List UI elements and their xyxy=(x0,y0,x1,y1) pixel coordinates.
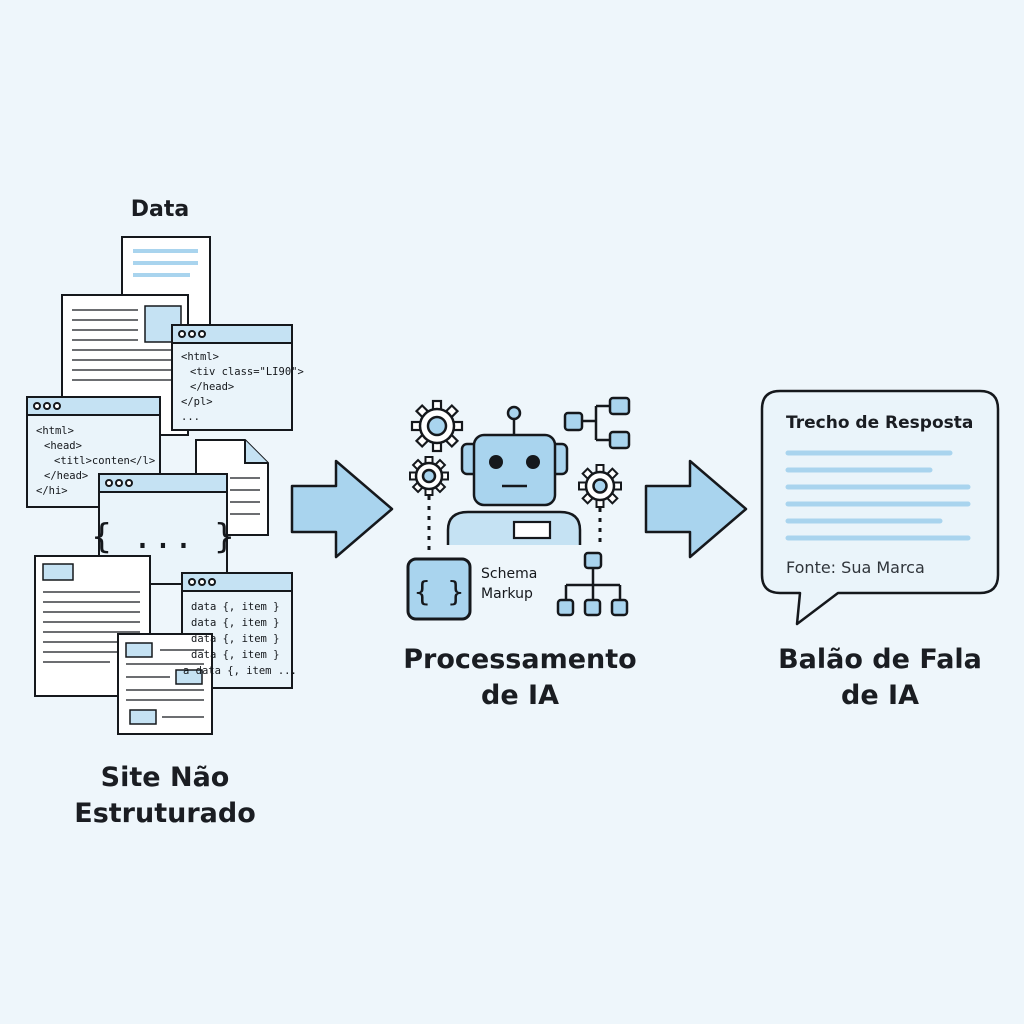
code-window-b-text: <html> <head> <titl>conten</l> </head> <… xyxy=(36,425,155,497)
code-line: </hi> xyxy=(36,485,68,497)
code-window-a xyxy=(171,324,293,431)
code-line: <head> xyxy=(44,440,82,452)
code-line: </pl> xyxy=(181,396,213,408)
code-line: ... xyxy=(181,411,200,423)
code-line: <html> xyxy=(181,351,219,363)
code-line: </head> xyxy=(190,381,234,393)
hierarchy-icon xyxy=(563,396,631,450)
code-line: data {, item } xyxy=(191,633,280,645)
bubble-label-line2: de IA xyxy=(841,680,919,711)
code-line: </head> xyxy=(44,470,88,482)
data-window-text: data {, item } data {, item } data {, it… xyxy=(183,601,297,677)
processing-label-line1: Processamento xyxy=(403,644,637,675)
gear-icon xyxy=(409,456,449,496)
data-label: Data xyxy=(130,197,190,222)
code-line: data {, item } xyxy=(191,649,280,661)
speech-bubble: Trecho de Resposta Fonte: Sua Marca xyxy=(760,389,1000,626)
ai-processing xyxy=(406,396,631,621)
arrow-right-icon xyxy=(290,459,394,559)
bubble-label: Balão de Fala de IA xyxy=(745,642,1015,714)
robot-icon xyxy=(446,405,582,545)
site-label-line2: Estruturado xyxy=(74,798,256,829)
gear-icon xyxy=(410,399,464,453)
processing-label: Processamento de IA xyxy=(380,642,660,714)
schema-label-line1: Schema xyxy=(481,566,537,582)
json-braces: { ... } xyxy=(91,517,234,557)
document-stack xyxy=(26,236,293,735)
document-bottom-right xyxy=(117,633,213,735)
code-window-a-text: <html> <tiv class="LI90"> </head> </pl> … xyxy=(181,351,304,423)
schema-label-line2: Markup xyxy=(481,586,533,602)
bubble-label-line1: Balão de Fala xyxy=(778,644,982,675)
site-label-line1: Site Não xyxy=(100,762,230,793)
schema-markup-icon xyxy=(406,557,472,621)
code-line: <html> xyxy=(36,425,74,437)
code-line: data {, item } xyxy=(191,601,280,613)
schema-braces: { } xyxy=(414,575,465,608)
gear-icon xyxy=(578,464,622,508)
tree-icon xyxy=(556,551,629,617)
bubble-title: Trecho de Resposta xyxy=(786,413,973,433)
code-line: a data {, item ... xyxy=(183,665,297,677)
document-article xyxy=(61,294,189,436)
code-line: <tiv class="LI90"> xyxy=(190,366,304,378)
arrow-right-icon xyxy=(644,459,748,559)
bubble-source: Fonte: Sua Marca xyxy=(786,558,925,577)
code-line: data {, item } xyxy=(191,617,280,629)
processing-label-line2: de IA xyxy=(481,680,559,711)
code-line: <titl>conten</l> xyxy=(54,455,155,467)
site-label: Site Não Estruturado xyxy=(40,760,290,832)
